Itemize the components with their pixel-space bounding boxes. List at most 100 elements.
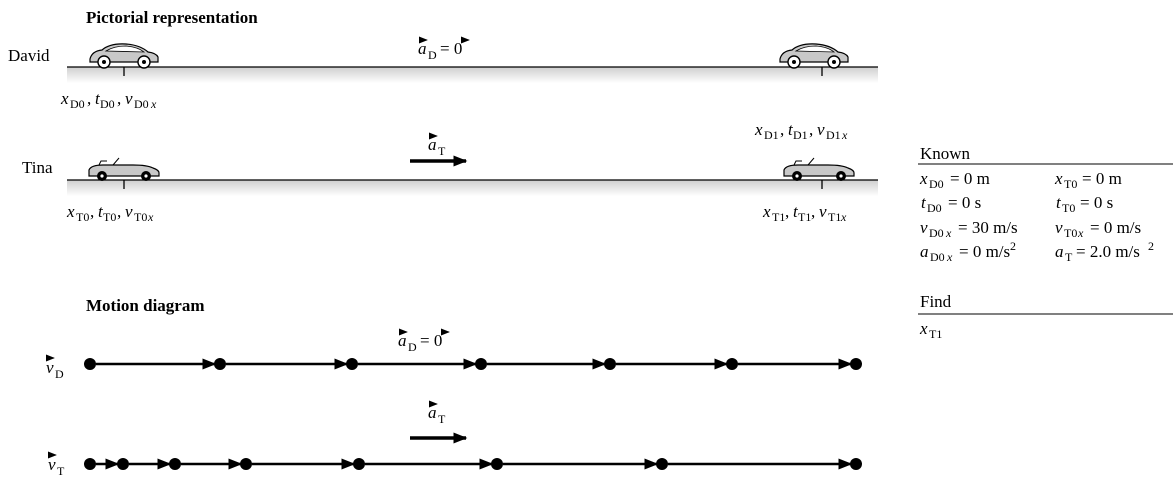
svg-text:x: x [60, 89, 69, 108]
svg-text:a: a [1055, 242, 1064, 261]
svg-text:a: a [428, 403, 437, 422]
svg-text:v: v [1055, 218, 1063, 237]
svg-text:x: x [1077, 226, 1084, 240]
svg-text:T: T [438, 412, 446, 426]
svg-text:x: x [840, 210, 847, 224]
svg-text:,: , [785, 202, 789, 221]
svg-text:t: t [788, 120, 794, 139]
svg-text:a: a [920, 242, 929, 261]
svg-text:= 0: = 0 [420, 331, 442, 350]
motion-david-position-dot [346, 358, 358, 370]
motion-tina-position-dot [117, 458, 129, 470]
svg-text:,: , [809, 120, 813, 139]
svg-text:T1: T1 [929, 327, 942, 341]
svg-text:T0: T0 [134, 210, 147, 224]
svg-text:D0: D0 [100, 97, 115, 111]
svg-text:D0: D0 [70, 97, 85, 111]
svg-text:T0: T0 [1064, 177, 1077, 191]
svg-text:T1: T1 [772, 210, 785, 224]
svg-text:T: T [57, 464, 65, 478]
tina-road [67, 180, 878, 196]
svg-text:= 0 m/s: = 0 m/s [959, 242, 1010, 261]
david-label: David [8, 46, 50, 65]
svg-text:D0: D0 [929, 226, 944, 240]
svg-text:= 2.0 m/s: = 2.0 m/s [1076, 242, 1140, 261]
svg-text:D: D [408, 340, 417, 354]
svg-text:D0: D0 [929, 177, 944, 191]
motion-tina-position-dot [656, 458, 668, 470]
motion-david-accel-label: a D = 0 [398, 328, 450, 354]
david-car-start [89, 43, 159, 69]
svg-text:,: , [811, 202, 815, 221]
svg-text:v: v [819, 202, 827, 221]
svg-text:v: v [46, 358, 54, 377]
motion-title: Motion diagram [86, 296, 205, 315]
svg-text:,: , [117, 89, 121, 108]
svg-text:v: v [920, 218, 928, 237]
motion-david-position-dot [604, 358, 616, 370]
motion-tina-position-dot [84, 458, 96, 470]
svg-text:T1: T1 [798, 210, 811, 224]
svg-text:T0: T0 [103, 210, 116, 224]
pictorial-title: Pictorial representation [86, 8, 258, 27]
svg-text:x: x [147, 210, 154, 224]
svg-text:D: D [428, 48, 437, 62]
svg-text:2: 2 [1148, 239, 1154, 253]
svg-text:a: a [398, 331, 407, 350]
motion-tina-position-dot [169, 458, 181, 470]
svg-text:,: , [780, 120, 784, 139]
svg-text:x: x [919, 319, 928, 338]
svg-text:T1: T1 [828, 210, 841, 224]
svg-text:v: v [817, 120, 825, 139]
svg-text:t: t [921, 193, 927, 212]
svg-text:2: 2 [1010, 239, 1016, 253]
motion-david-position-dot [475, 358, 487, 370]
tina-label: Tina [22, 158, 53, 177]
motion-tina-position-dot [240, 458, 252, 470]
svg-text:T: T [1065, 250, 1073, 264]
known-title: Known [920, 144, 971, 163]
svg-text:v: v [48, 455, 56, 474]
motion-tina-position-dot [491, 458, 503, 470]
motion-david-position-dot [84, 358, 96, 370]
svg-text:x: x [150, 97, 157, 111]
svg-text:x: x [945, 226, 952, 240]
tina-car-start [88, 157, 160, 182]
svg-text:D: D [55, 367, 64, 381]
find-title: Find [920, 292, 952, 311]
svg-text:T0: T0 [1062, 201, 1075, 215]
david-road [67, 67, 878, 83]
svg-text:= 30 m/s: = 30 m/s [958, 218, 1018, 237]
svg-text:= 0 m: = 0 m [950, 169, 990, 188]
svg-text:v: v [125, 202, 133, 221]
svg-text:v: v [125, 89, 133, 108]
motion-tina-track [84, 458, 862, 470]
svg-text:= 0 s: = 0 s [1080, 193, 1113, 212]
svg-text:x: x [841, 128, 848, 142]
motion-tina-label: v T [47, 451, 65, 478]
david-accel-label: a D = 0 [418, 36, 470, 62]
svg-text:= 0 m: = 0 m [1082, 169, 1122, 188]
svg-text:= 0 s: = 0 s [948, 193, 981, 212]
motion-david-track [84, 358, 862, 370]
svg-text:,: , [117, 202, 121, 221]
svg-text:x: x [919, 169, 928, 188]
svg-text:a: a [428, 135, 437, 154]
tina-accel-label: a T [410, 132, 468, 167]
svg-text:D0: D0 [134, 97, 149, 111]
svg-text:x: x [1054, 169, 1063, 188]
